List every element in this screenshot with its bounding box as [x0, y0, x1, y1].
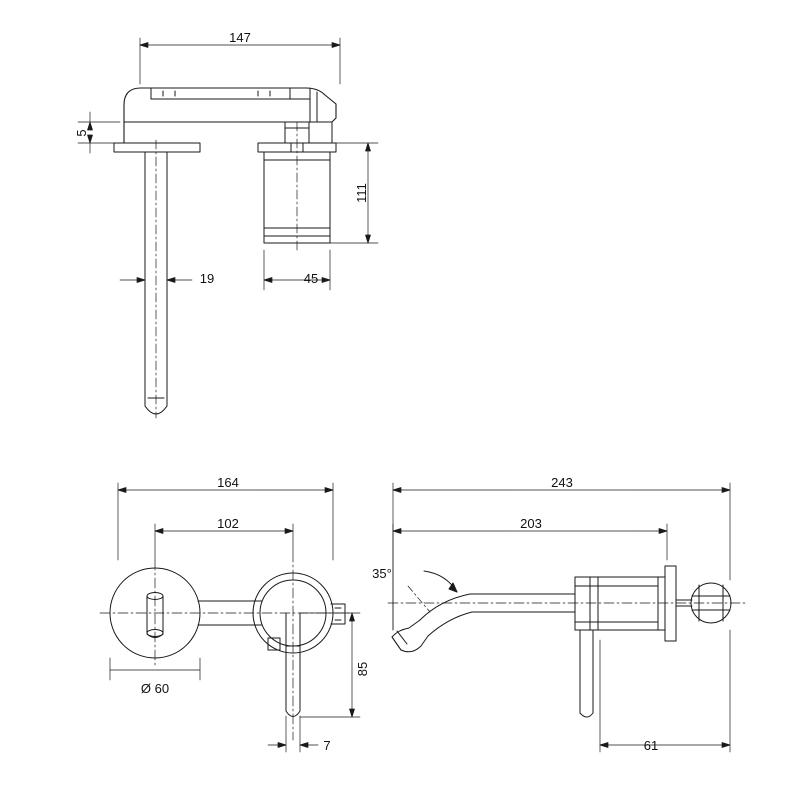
dim-top-spout-depth: 19 — [200, 271, 214, 286]
dim-top-body-height: 111 — [354, 183, 369, 203]
dim-top-height-5: 5 — [74, 129, 89, 136]
side-view-dimensions — [392, 482, 731, 753]
dim-top-width: 147 — [229, 30, 251, 45]
dim-front-overall-width: 164 — [217, 475, 239, 490]
side-view-geometry — [387, 565, 746, 718]
dim-front-plate-diameter: Ø 60 — [141, 681, 169, 696]
dim-side-body-length: 61 — [644, 738, 658, 753]
dim-side-spout-angle: 35° — [372, 566, 392, 581]
dim-front-handle-drop: 85 — [355, 662, 370, 676]
top-view-geometry — [113, 87, 337, 419]
front-view-dimensions — [109, 482, 361, 753]
top-view-dimensions — [77, 37, 379, 291]
dim-side-overall-length: 243 — [551, 475, 573, 490]
dim-top-body-depth: 45 — [304, 271, 318, 286]
dim-front-center-distance: 102 — [217, 516, 239, 531]
dim-front-handle-offset: 7 — [323, 738, 330, 753]
dim-side-spout-length: 203 — [520, 516, 542, 531]
dimension-labels: 147 5 19 45 111 164 102 Ø 60 7 85 243 20… — [74, 30, 658, 753]
front-view-geometry — [99, 551, 351, 741]
